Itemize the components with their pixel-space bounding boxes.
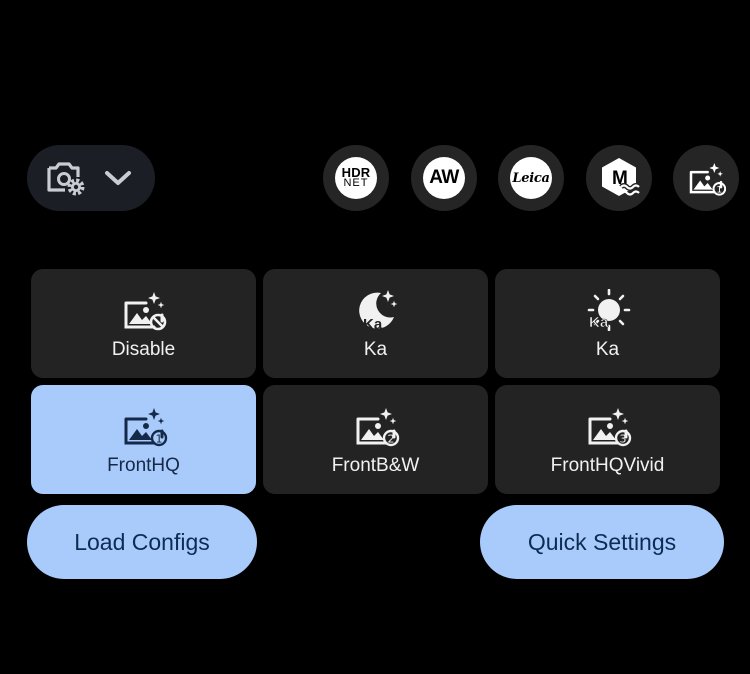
hdr-net-icon: HDR NET bbox=[341, 165, 371, 189]
svg-text:2: 2 bbox=[387, 433, 394, 446]
m-mode-button[interactable]: M bbox=[586, 145, 652, 211]
aw-mode-button[interactable]: AW bbox=[411, 145, 477, 211]
image-sparkle-1-icon: 1 bbox=[120, 405, 167, 447]
image-sparkle-1-icon: 1 bbox=[686, 160, 726, 196]
aw-icon: AW bbox=[429, 167, 459, 188]
sun-ka-icon: Ka bbox=[587, 289, 630, 331]
tile-label: Disable bbox=[111, 339, 176, 360]
svg-text:3: 3 bbox=[619, 433, 626, 446]
tile-front-hq-vivid[interactable]: 3 FrontHQVivid bbox=[495, 385, 720, 494]
image-sparkle-3-icon: 3 bbox=[584, 405, 631, 447]
hdr-net-mode-button[interactable]: HDR NET bbox=[323, 145, 389, 211]
tile-ka-night[interactable]: Ka Ka bbox=[263, 269, 488, 378]
chevron-down-icon[interactable] bbox=[101, 161, 135, 195]
tile-label: Ka bbox=[363, 339, 388, 360]
night-moon-ka-icon: Ka bbox=[358, 290, 397, 331]
quick-settings-button[interactable]: Quick Settings bbox=[480, 505, 724, 579]
camera-settings-icon bbox=[47, 162, 85, 196]
tile-label: FrontB&W bbox=[331, 455, 420, 476]
image-sparkle-2-icon: 2 bbox=[352, 405, 399, 447]
camera-selector[interactable] bbox=[27, 145, 155, 211]
svg-text:Ka: Ka bbox=[363, 316, 383, 331]
tile-ka-day[interactable]: Ka Ka bbox=[495, 269, 720, 378]
svg-text:1: 1 bbox=[716, 185, 722, 196]
image-disabled-icon bbox=[120, 289, 166, 331]
tile-label: FrontHQ bbox=[107, 455, 180, 476]
front-hq-mode-button[interactable]: 1 bbox=[673, 145, 739, 211]
tile-label: Ka bbox=[595, 339, 620, 360]
leica-logo-icon: Leica bbox=[512, 170, 550, 186]
svg-text:1: 1 bbox=[155, 433, 162, 446]
leica-mode-button[interactable]: Leica bbox=[498, 145, 564, 211]
tile-disable[interactable]: Disable bbox=[31, 269, 256, 378]
tile-front-bw[interactable]: 2 FrontB&W bbox=[263, 385, 488, 494]
svg-text:Ka: Ka bbox=[589, 314, 609, 331]
m-waves-icon: M bbox=[602, 158, 641, 196]
tile-label: FrontHQVivid bbox=[550, 455, 665, 476]
load-configs-button[interactable]: Load Configs bbox=[27, 505, 257, 579]
tile-front-hq[interactable]: 1 FrontHQ bbox=[31, 385, 256, 494]
